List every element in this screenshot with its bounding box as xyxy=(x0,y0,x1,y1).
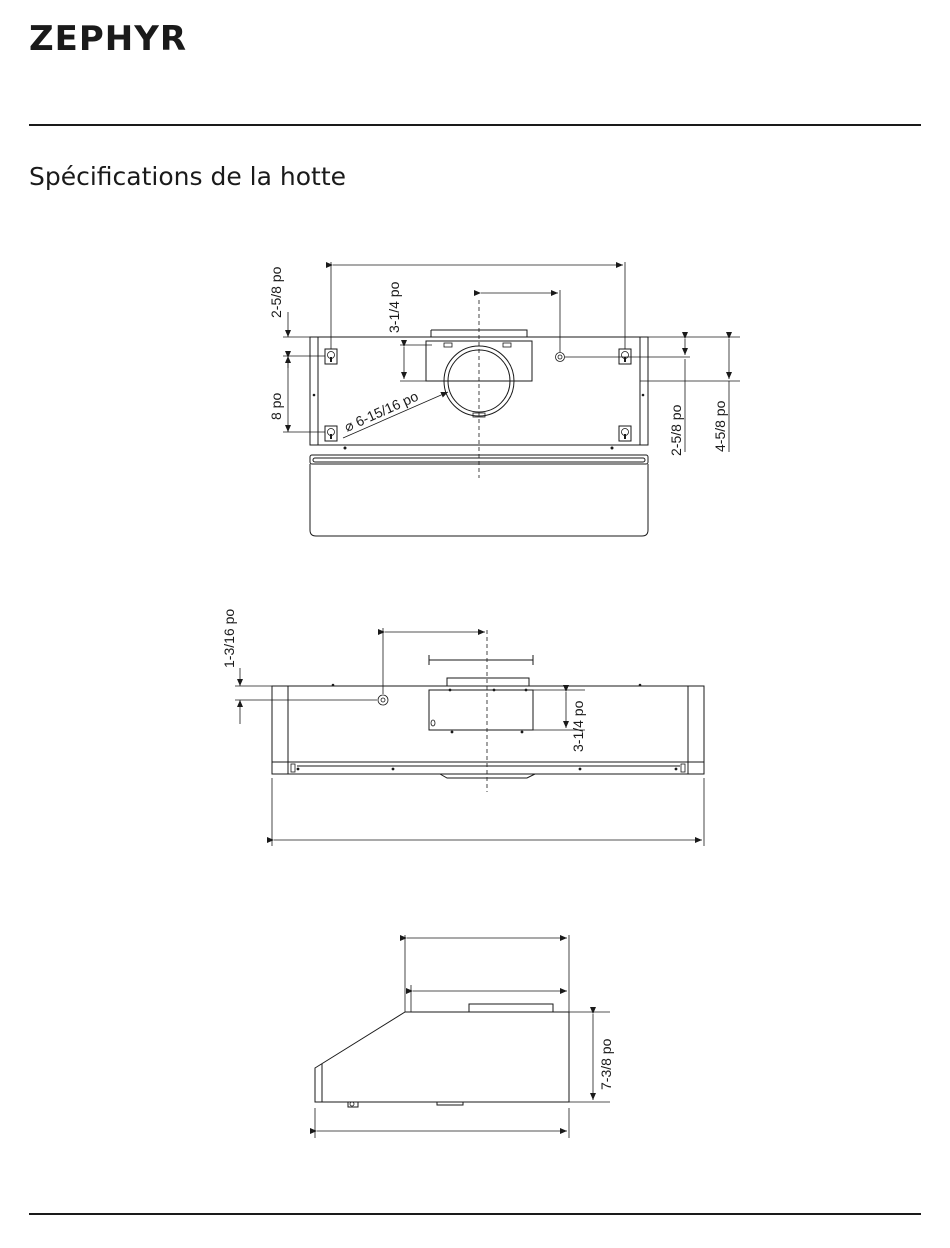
top-view-panel xyxy=(310,464,648,536)
front-port-icon xyxy=(378,695,388,705)
footer-divider xyxy=(29,1213,921,1215)
dim-side-height-label: 7-3/8 po xyxy=(598,1038,614,1090)
electrical-port-icon xyxy=(556,353,565,362)
dim-right-depth-label: 4-5/8 po xyxy=(712,400,728,452)
dim-port-height-label: 1-3/16 po xyxy=(221,609,237,668)
side-view-drawing: 7-3/8 po xyxy=(315,935,614,1138)
dim-duct-offset-label: 3-1/4 po xyxy=(386,281,402,333)
front-view-drawing: 1-3/16 po 3-1/4 po xyxy=(221,609,704,846)
dim-right-mount-label: 2-5/8 po xyxy=(668,404,684,456)
dim-duct-height-label: 3-1/4 po xyxy=(570,700,586,752)
top-view-drawing: 2-5/8 po 8 po 3-1/4 po ⌀ 6-15/16 po 2-5/… xyxy=(268,262,740,536)
dim-mount-vertical-label: 8 po xyxy=(268,393,284,420)
mounting-slot-icon xyxy=(325,349,631,441)
side-view-body xyxy=(315,1012,569,1102)
dim-duct-diameter-label: ⌀ 6-15/16 po xyxy=(342,388,421,435)
dim-mount-top-label: 2-5/8 po xyxy=(268,266,284,318)
